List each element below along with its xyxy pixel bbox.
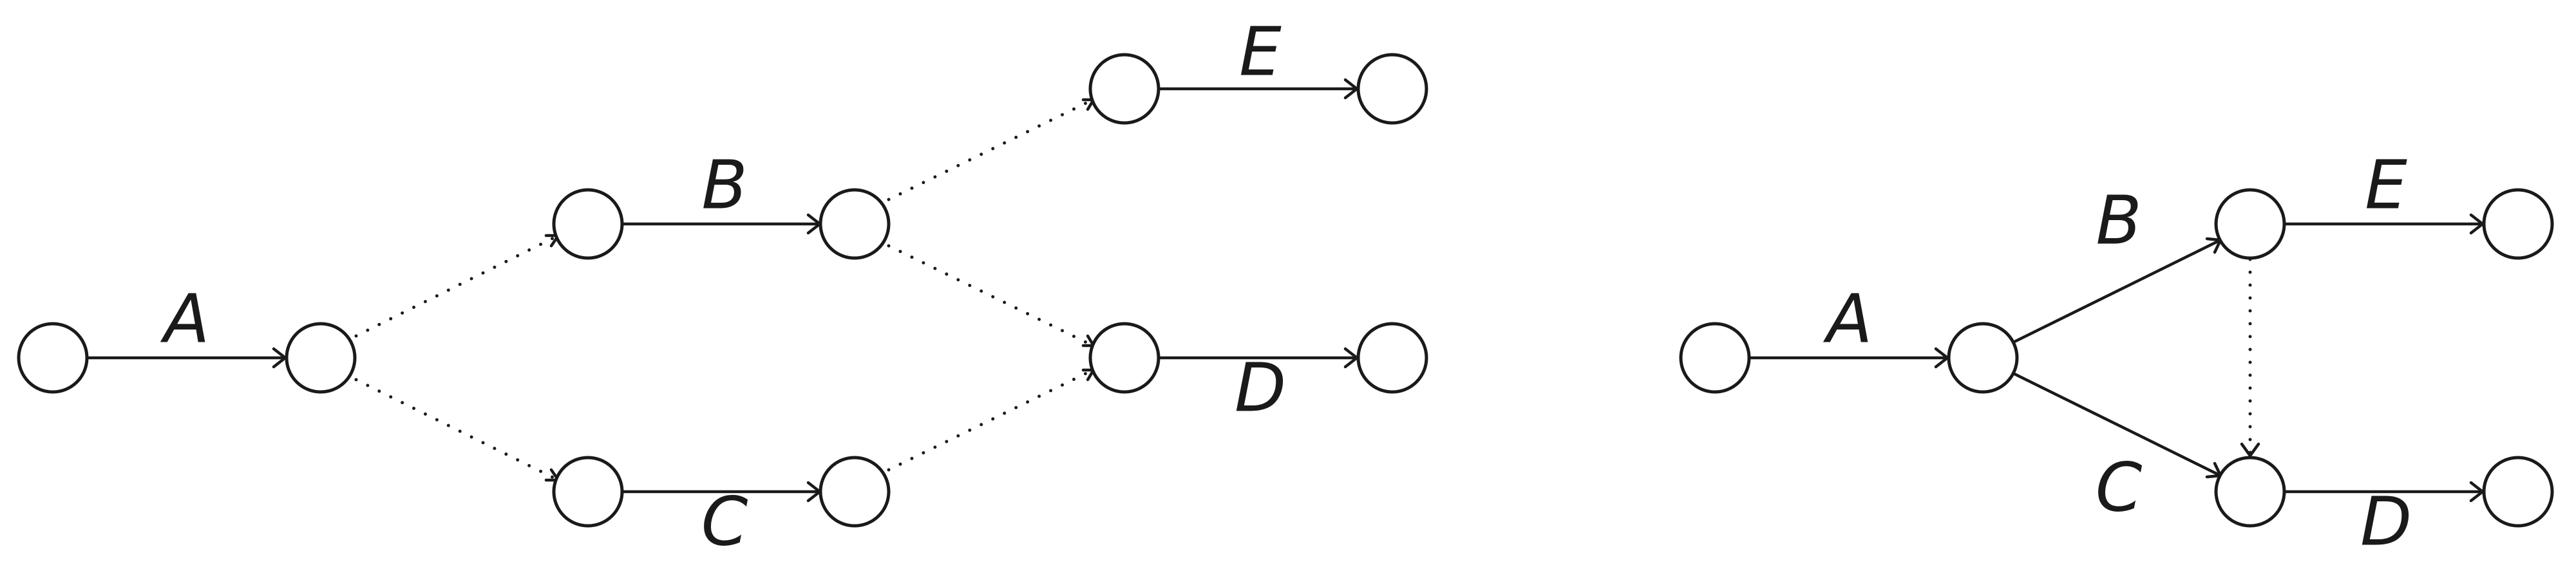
event-node [552, 188, 624, 260]
right-diagram: A B C E D [1679, 145, 2554, 561]
event-node [2214, 456, 2286, 528]
edge-label-b: B [2096, 181, 2141, 259]
dummy-edge-1 [354, 234, 560, 338]
event-node [2482, 456, 2554, 528]
event-node [2482, 188, 2554, 260]
left-diagram: A B C E D [17, 12, 1428, 561]
event-node [1947, 322, 2019, 394]
edge-label-d: D [1235, 348, 1286, 427]
event-node [552, 456, 624, 528]
dummy-edge [2240, 257, 2260, 458]
edge-label-c: C [701, 482, 748, 561]
dummy-edge-5 [887, 368, 1095, 472]
event-node [819, 188, 891, 260]
dummy-edge-2 [354, 378, 560, 482]
event-node [1088, 322, 1160, 394]
dummy-edge-4 [887, 244, 1095, 348]
event-node [1679, 322, 1751, 394]
edge-label-e: E [1239, 12, 1282, 91]
event-node [1356, 322, 1428, 394]
dummy-edge-3 [887, 98, 1095, 201]
edge-label-a: A [160, 279, 209, 358]
event-node [819, 456, 891, 528]
event-node [2214, 188, 2286, 260]
event-node [17, 322, 89, 394]
edge-label-b: B [701, 145, 747, 224]
event-node [1088, 53, 1160, 125]
event-node [1356, 53, 1428, 125]
edge-label-a: A [1823, 279, 1872, 358]
event-node [285, 322, 357, 394]
edge-label-d: D [2360, 482, 2412, 561]
edge-label-c: C [2096, 448, 2143, 526]
edge-label-e: E [2365, 145, 2407, 224]
